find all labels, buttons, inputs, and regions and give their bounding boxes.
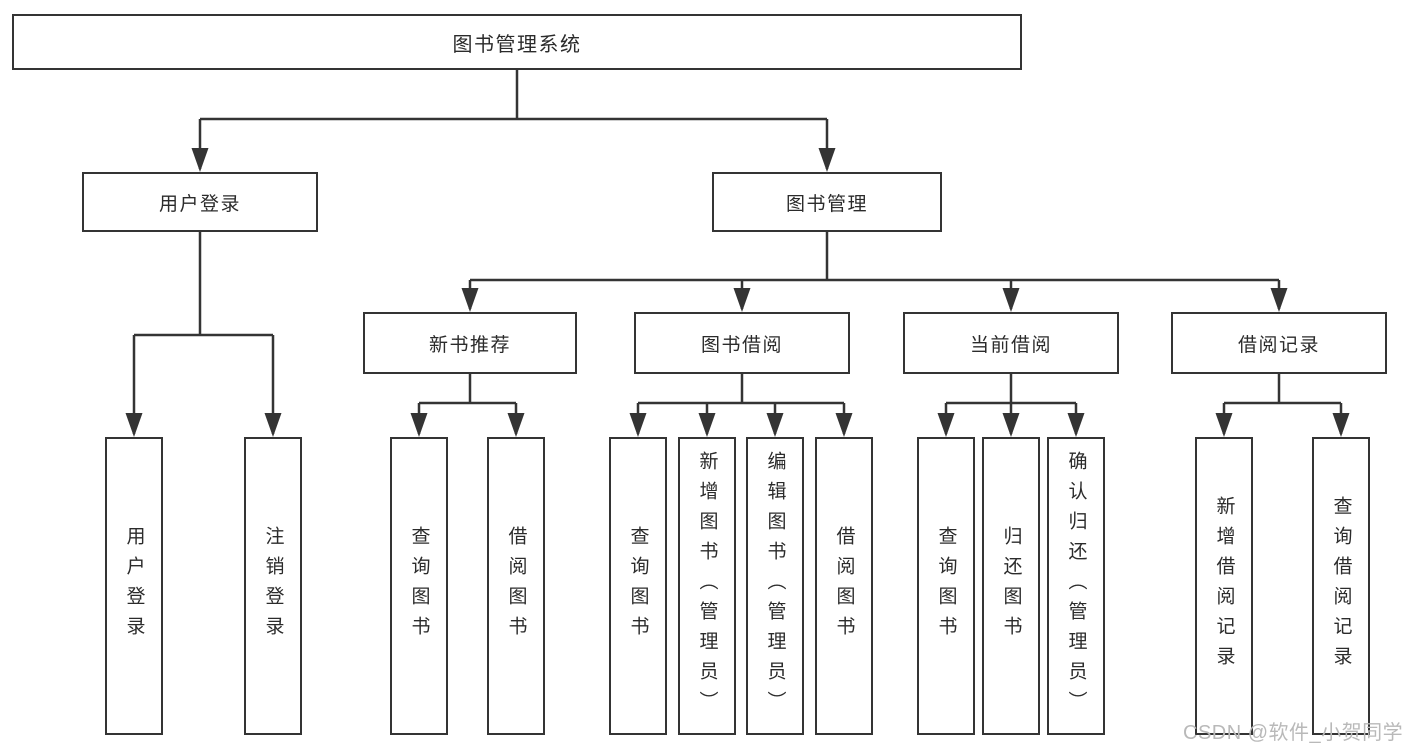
leaf-user-login: 用户登录 [105,437,163,735]
leaf-add-book-admin: 新增图书（管理员） [678,437,736,735]
node-library-system: 图书管理系统 [12,14,1022,70]
watermark: CSDN @软件_小贺同学 [1183,722,1404,744]
node-current-borrow: 当前借阅 [903,312,1119,374]
connector-book-borrow-trunk [638,374,844,405]
node-new-book-recommend: 新书推荐 [363,312,577,374]
connector-lines [125,70,1350,437]
connector-current-borrow-trunk [946,374,1076,405]
connector-root-trunk [200,70,827,121]
leaf-return-book: 归还图书 [982,437,1040,735]
node-book-management: 图书管理 [712,172,942,232]
leaf-query-borrow-record: 查询借阅记录 [1312,437,1370,735]
leaf-confirm-return-admin: 确认归还（管理员） [1047,437,1105,735]
leaf-borrow-books-2: 借阅图书 [815,437,873,735]
node-borrow-records: 借阅记录 [1171,312,1387,374]
connector-book-management-trunk [470,232,1279,282]
node-book-borrow: 图书借阅 [634,312,850,374]
node-user-login: 用户登录 [82,172,318,232]
leaf-query-books-3: 查询图书 [917,437,975,735]
leaf-borrow-books-1: 借阅图书 [487,437,545,735]
connector-user-login-trunk [134,232,273,337]
leaf-edit-book-admin: 编辑图书（管理员） [746,437,804,735]
leaf-query-books-2: 查询图书 [609,437,667,735]
connector-new-book-trunk [419,374,516,405]
leaf-add-borrow-record: 新增借阅记录 [1195,437,1253,735]
leaf-query-books-1: 查询图书 [390,437,448,735]
connector-borrow-records-trunk [1224,374,1341,405]
leaf-logout: 注销登录 [244,437,302,735]
